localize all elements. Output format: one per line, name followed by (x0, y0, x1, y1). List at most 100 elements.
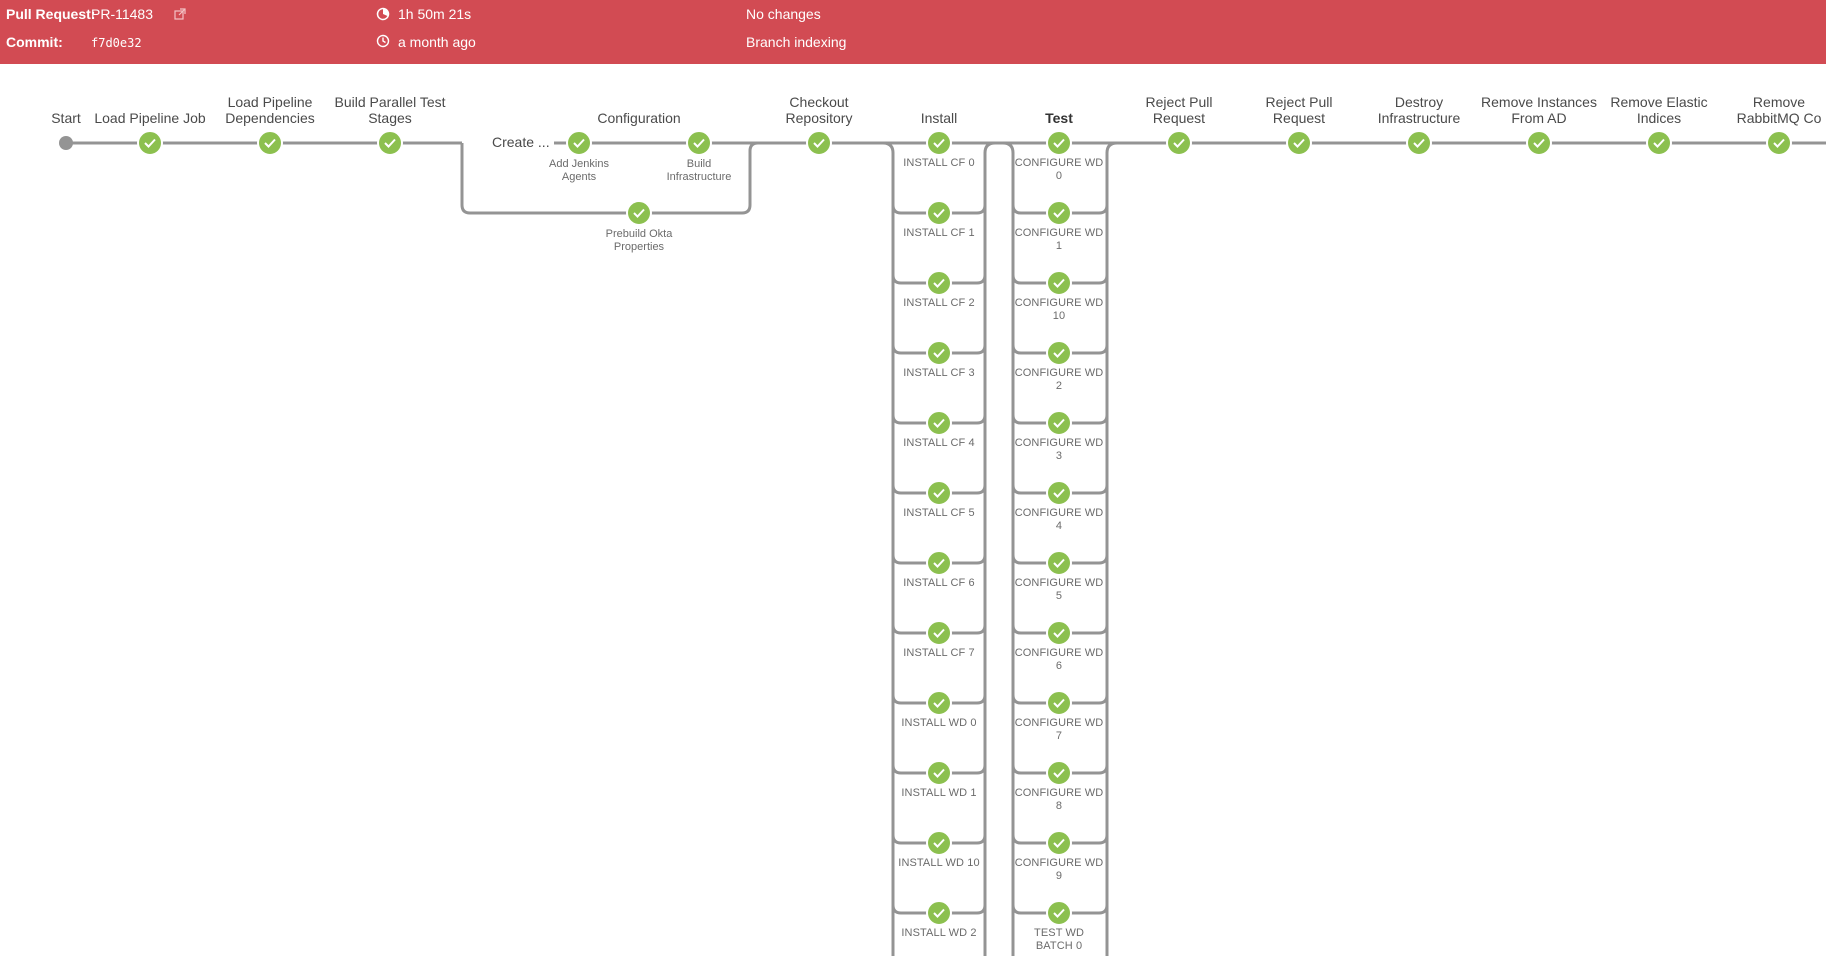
node-reject-pull-request-2[interactable] (1286, 130, 1312, 156)
test-right-rail (1105, 141, 1118, 956)
check-icon (1053, 278, 1065, 288)
check-icon (933, 418, 945, 428)
install-node[interactable] (926, 830, 952, 856)
test-node[interactable] (1046, 900, 1072, 926)
stage-title-test[interactable]: Test (1045, 110, 1073, 126)
stage-title-reject-pull-request-2[interactable]: Reject Pull Request (1265, 94, 1333, 126)
check-icon (933, 278, 945, 288)
check-icon (933, 908, 945, 918)
node-load-pipeline-job[interactable] (137, 130, 163, 156)
test-node[interactable] (1046, 690, 1072, 716)
check-icon (1773, 138, 1785, 148)
stage-title-remove-rabbitmq[interactable]: Remove RabbitMQ Co (1736, 94, 1822, 126)
check-icon (1053, 558, 1065, 568)
install-node[interactable] (926, 130, 952, 156)
stage-title-destroy-infrastructure[interactable]: Destroy Infrastructure (1377, 94, 1461, 126)
node-build-parallel-test-stages[interactable] (377, 130, 403, 156)
test-node[interactable] (1046, 550, 1072, 576)
stage-title-install[interactable]: Install (920, 110, 958, 126)
pr-link[interactable]: PR-11483 (91, 6, 154, 22)
check-icon (933, 488, 945, 498)
test-branch-label: CONFIGURE WD 0 (1014, 157, 1104, 182)
test-node[interactable] (1046, 270, 1072, 296)
install-node[interactable] (926, 900, 952, 926)
test-branch-label: CONFIGURE WD 1 (1014, 227, 1104, 252)
install-node[interactable] (926, 410, 952, 436)
install-node[interactable] (926, 480, 952, 506)
stage-title-create[interactable]: Create ... (488, 134, 554, 150)
check-icon (693, 138, 705, 148)
node-checkout-repository[interactable] (806, 130, 832, 156)
stage-title-checkout-repository[interactable]: Checkout Repository (785, 94, 853, 126)
pr-label: Pull Request: (6, 6, 96, 22)
check-icon (1053, 768, 1065, 778)
external-link-icon[interactable] (173, 7, 187, 21)
install-node[interactable] (926, 760, 952, 786)
install-node[interactable] (926, 620, 952, 646)
run-cause: Branch indexing (746, 34, 847, 50)
stage-title-build-parallel-test-stages[interactable]: Build Parallel Test Stages (334, 94, 446, 126)
pipeline-graph: Start Load Pipeline Job Load Pipeline De… (0, 64, 1826, 956)
test-branch-label: CONFIGURE WD 3 (1014, 437, 1104, 462)
node-add-jenkins-agents[interactable] (566, 130, 592, 156)
check-icon (1053, 418, 1065, 428)
test-node[interactable] (1046, 200, 1072, 226)
install-branch-label: INSTALL CF 7 (903, 647, 975, 659)
commit-hash[interactable]: f7d0e32 (91, 36, 142, 50)
stage-title-remove-instances-from-ad[interactable]: Remove Instances From AD (1481, 94, 1597, 126)
node-load-pipeline-dependencies[interactable] (257, 130, 283, 156)
check-icon (1173, 138, 1185, 148)
node-remove-instances-from-ad[interactable] (1526, 130, 1552, 156)
check-icon (933, 838, 945, 848)
check-icon (1053, 908, 1065, 918)
node-label-build-infrastructure: Build Infrastructure (666, 158, 732, 183)
test-branch-label: CONFIGURE WD 6 (1014, 647, 1104, 672)
commit-label: Commit: (6, 34, 63, 50)
test-node[interactable] (1046, 620, 1072, 646)
check-icon (144, 138, 156, 148)
install-node[interactable] (926, 270, 952, 296)
stage-title-configuration[interactable]: Configuration (597, 110, 681, 126)
install-branch-label: INSTALL CF 5 (903, 507, 975, 519)
test-node[interactable] (1046, 480, 1072, 506)
pipeline-graph-lines (59, 130, 1826, 956)
test-node[interactable] (1046, 760, 1072, 786)
run-duration: 1h 50m 21s (398, 6, 472, 22)
stage-title-reject-pull-request-1[interactable]: Reject Pull Request (1145, 94, 1213, 126)
check-icon (1533, 138, 1545, 148)
changes-summary: No changes (746, 6, 821, 22)
check-icon (1053, 138, 1065, 148)
node-reject-pull-request-1[interactable] (1166, 130, 1192, 156)
install-left-rail (882, 141, 895, 956)
test-left-rail (1002, 141, 1015, 956)
test-node[interactable] (1046, 410, 1072, 436)
node-remove-elastic-indices[interactable] (1646, 130, 1672, 156)
check-icon (933, 768, 945, 778)
check-icon (384, 138, 396, 148)
test-branch-label: TEST WD BATCH 0 (1034, 927, 1084, 952)
install-node[interactable] (926, 690, 952, 716)
install-node[interactable] (926, 340, 952, 366)
install-node[interactable] (926, 550, 952, 576)
check-icon (933, 698, 945, 708)
node-remove-rabbitmq[interactable] (1766, 130, 1792, 156)
test-branch-label: CONFIGURE WD 8 (1014, 787, 1104, 812)
stage-title-remove-elastic-indices[interactable]: Remove Elastic Indices (1610, 94, 1708, 126)
stage-title-load-pipeline-job[interactable]: Load Pipeline Job (94, 110, 206, 126)
duration-icon (376, 7, 390, 21)
check-icon (1053, 488, 1065, 498)
node-destroy-infrastructure[interactable] (1406, 130, 1432, 156)
check-icon (573, 138, 585, 148)
test-node[interactable] (1046, 340, 1072, 366)
node-prebuild-okta-properties[interactable] (626, 200, 652, 226)
test-branch-label: CONFIGURE WD 2 (1014, 367, 1104, 392)
check-icon (1653, 138, 1665, 148)
install-branch-label: INSTALL CF 1 (903, 227, 975, 239)
test-node[interactable] (1046, 830, 1072, 856)
test-node[interactable] (1046, 130, 1072, 156)
stage-title-load-pipeline-dependencies[interactable]: Load Pipeline Dependencies (225, 94, 315, 126)
check-icon (1413, 138, 1425, 148)
node-build-infrastructure[interactable] (686, 130, 712, 156)
check-icon (633, 208, 645, 218)
install-node[interactable] (926, 200, 952, 226)
